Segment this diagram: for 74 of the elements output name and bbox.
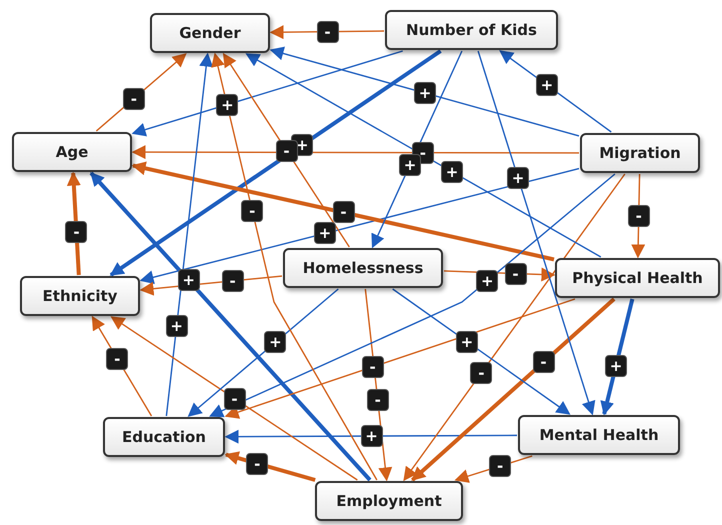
arrow [188, 288, 339, 417]
arrow [600, 298, 634, 416]
arrow [132, 50, 403, 136]
edge-label: + [216, 94, 238, 116]
arrow [140, 168, 580, 284]
arrow [499, 50, 612, 133]
edge-label: - [106, 348, 128, 370]
edge-label: + [456, 330, 478, 352]
edge-label: - [362, 356, 384, 378]
variable-box: Ethnicity [20, 276, 140, 316]
arrow [364, 288, 392, 482]
edge-label: + [166, 314, 188, 336]
edge-label: + [399, 154, 422, 176]
edge-label: - [332, 201, 354, 224]
arrow [454, 455, 532, 483]
arrow [403, 174, 626, 482]
arrow [411, 298, 616, 482]
edge-label: + [604, 354, 627, 377]
arrow [96, 53, 187, 132]
arrow [66, 172, 81, 276]
edge-label: - [316, 20, 338, 43]
arrow [224, 451, 316, 482]
arrow [392, 288, 570, 415]
arrow [140, 275, 282, 296]
arrow [132, 162, 554, 262]
edge-label: - [504, 262, 526, 285]
variable-box: Age [12, 132, 132, 172]
edge-label: + [476, 270, 498, 292]
edge-label: + [314, 222, 336, 244]
arrow [444, 268, 556, 282]
variable-box: Physical Health [555, 258, 720, 298]
arrow [224, 298, 576, 419]
variable-box: Employment [315, 481, 463, 521]
arrow [222, 52, 350, 248]
variable-box: Number of Kids [385, 10, 558, 50]
variable-box: Gender [150, 13, 270, 53]
arrow [224, 430, 517, 444]
edge-label: + [536, 74, 558, 96]
edge-label: - [470, 362, 492, 384]
edge-label: + [414, 82, 436, 104]
edge-label: + [441, 160, 464, 183]
variable-box: Education [103, 417, 225, 457]
arrow [371, 50, 463, 248]
edge-label: - [246, 452, 268, 474]
edge-label: - [224, 388, 246, 410]
arrow [110, 316, 358, 481]
edge-label: - [366, 388, 389, 411]
edge-label: - [532, 351, 554, 374]
edge-label: - [489, 455, 512, 478]
arrow [270, 25, 384, 40]
edge-label: - [241, 200, 264, 222]
edge-label: + [507, 167, 530, 190]
edge-label: - [222, 270, 244, 292]
arrow [209, 173, 616, 418]
edge-label: + [360, 425, 382, 448]
arrow [132, 145, 579, 160]
arrow [631, 174, 646, 258]
edge-label: + [178, 269, 200, 292]
variable-box: Mental Health [518, 415, 680, 455]
arrow [166, 52, 214, 416]
arrow [245, 53, 602, 258]
variable-box: Homelessness [283, 248, 443, 288]
edge-label: - [628, 204, 650, 226]
edge-label: - [65, 221, 88, 244]
arrow [110, 49, 442, 277]
variable-box: Migration [580, 133, 700, 173]
edge-label: - [122, 88, 145, 110]
arrow [477, 50, 596, 416]
arrow [270, 46, 580, 137]
arrow [92, 316, 152, 416]
arrow [211, 52, 378, 480]
edge-label: - [276, 140, 298, 162]
arrow [90, 172, 372, 482]
edge-label: + [264, 331, 286, 354]
